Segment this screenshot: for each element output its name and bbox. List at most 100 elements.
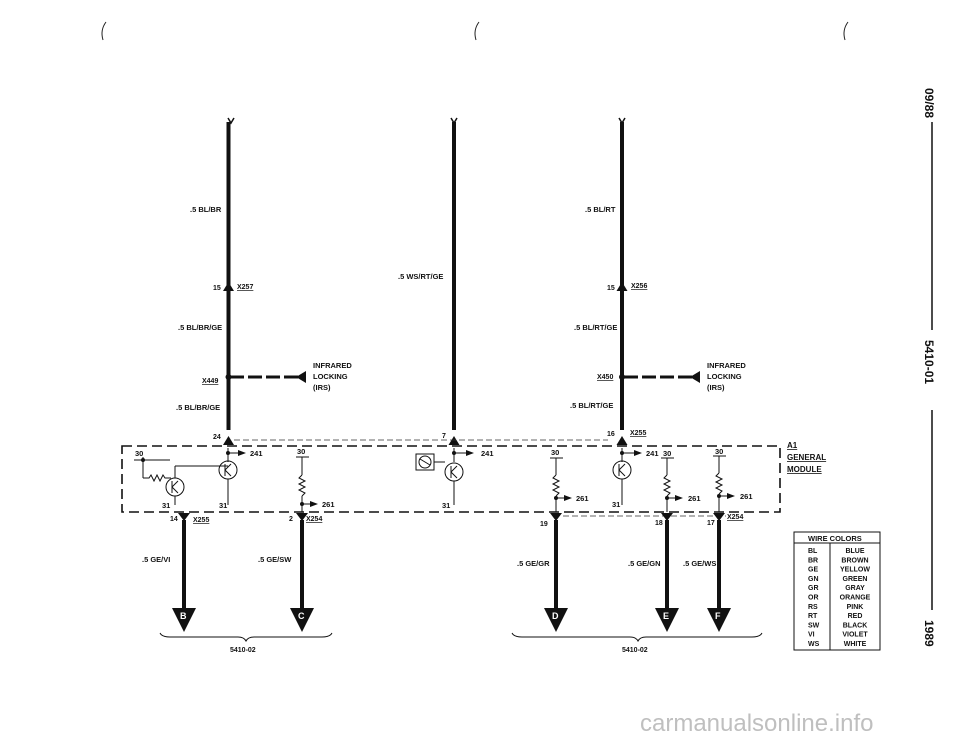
arrow-261-d	[727, 493, 735, 499]
wire-label-left-mid: .5 BL/BR/GE	[178, 323, 222, 332]
pin-18: 18	[655, 520, 663, 527]
pin-2: 2	[289, 516, 293, 523]
pin-19: 19	[540, 521, 548, 528]
binding-marks	[101, 21, 849, 41]
pin-17-arrow	[713, 513, 725, 521]
side-info: 09/88 5410-01 1989	[922, 88, 936, 647]
arrow-261-b	[564, 495, 572, 501]
arrow-261-a	[310, 501, 318, 507]
wire-color-code: BL	[808, 548, 818, 555]
wire-color-name: WHITE	[844, 641, 867, 648]
pin-15-right: 15	[607, 285, 615, 292]
pin-14-arrow	[178, 513, 190, 521]
pin-19-arrow	[550, 513, 562, 521]
module-circuit-sixth	[661, 457, 677, 512]
output-wire-d	[554, 520, 558, 608]
terminal-31-a: 31	[162, 501, 170, 510]
wire-color-code: GE	[808, 567, 818, 574]
irs-arrow-right	[690, 371, 700, 383]
wire-label-left-low: .5 BL/BR/GE	[176, 403, 220, 412]
arrow-241-left	[238, 450, 246, 456]
connector-x449: X449	[202, 378, 218, 385]
wire-color-code: RS	[808, 604, 818, 611]
dest-label-b: B	[180, 611, 187, 621]
ref-right: 5410-02	[622, 647, 648, 654]
module-label-general: GENERAL	[787, 453, 826, 462]
dest-label-e: E	[663, 611, 669, 621]
connector-x450: X450	[597, 374, 613, 381]
wire-color-code: OR	[808, 595, 819, 602]
pin-24-arrow	[223, 436, 234, 445]
terminal-30-c: 30	[551, 448, 559, 457]
wire-color-name: GREEN	[843, 576, 868, 583]
dest-arrow-f	[707, 608, 731, 632]
output-wire-e	[665, 520, 669, 608]
terminal-261-a: 261	[322, 500, 335, 509]
wire-color-name: RED	[848, 613, 863, 620]
irs-right-line1: INFRARED	[707, 361, 746, 370]
dest-arrow-e	[655, 608, 679, 632]
pin-24: 24	[213, 434, 221, 441]
dest-label-f: F	[715, 611, 721, 621]
connector-x255-bottom: X255	[193, 517, 209, 524]
pin-2-arrow	[296, 513, 308, 521]
irs-right-line2: LOCKING	[707, 372, 742, 381]
left-feed-wire	[223, 117, 235, 430]
terminal-261-b: 261	[576, 494, 589, 503]
dest-label-d: D	[552, 611, 559, 621]
irs-left-line2: LOCKING	[313, 372, 348, 381]
module-label-module: MODULE	[787, 465, 822, 474]
splice-dot-right	[619, 374, 625, 380]
pin-7: 7	[442, 433, 446, 440]
output-wire-f	[717, 520, 721, 608]
wire-colors-table: WIRE COLORS	[793, 531, 881, 651]
watermark: carmanualsonline.info	[640, 704, 960, 744]
module-circuit-center	[415, 448, 468, 505]
module-circuit-fourth	[550, 457, 566, 512]
node-241-left	[226, 451, 230, 455]
connector-x254-c: X254	[306, 516, 322, 523]
pin-15-left: 15	[213, 285, 221, 292]
node-261-a	[300, 502, 304, 506]
wire-label-out-e: .5 GE/GN	[628, 559, 661, 568]
pin-14: 14	[170, 516, 178, 523]
wire-color-name: BLUE	[845, 548, 864, 555]
module-circuit-left	[134, 448, 240, 505]
wire-color-name: GRAY	[845, 585, 865, 592]
side-page-number: 5410-01	[922, 340, 936, 384]
wire-color-code: SW	[808, 622, 820, 629]
wire-color-code: VI	[808, 632, 815, 639]
wire-color-code: RT	[808, 613, 818, 620]
wire-label-out-b: .5 GE/VI	[142, 555, 170, 564]
connector-x256: X256	[631, 283, 647, 290]
wire-color-name: BLACK	[843, 622, 868, 629]
arrow-241-center	[466, 450, 474, 456]
node-30-left	[141, 458, 145, 462]
brace-left	[159, 632, 333, 643]
wire-color-code: GR	[808, 585, 819, 592]
module-circuit-seventh	[713, 455, 729, 512]
connector-x257: X257	[237, 284, 253, 291]
side-year: 1989	[922, 620, 936, 647]
wire-label-right-mid: .5 BL/RT/GE	[574, 323, 617, 332]
wire-color-code: WS	[808, 641, 820, 648]
wire-colors-title: WIRE COLORS	[808, 534, 862, 543]
watermark-text: carmanualsonline.info	[640, 710, 874, 737]
irs-left-line1: INFRARED	[313, 361, 352, 370]
node-241-center	[452, 451, 456, 455]
dest-arrow-c	[290, 608, 314, 632]
wire-color-code: BR	[808, 557, 818, 564]
ref-left: 5410-02	[230, 647, 256, 654]
irs-arrow-left	[296, 371, 306, 383]
wire-label-out-d: .5 GE/GR	[517, 559, 550, 568]
arrow-261-c	[675, 495, 683, 501]
irs-left-line3: (IRS)	[313, 383, 331, 392]
terminal-241-a: 241	[250, 449, 263, 458]
pin-18-arrow	[661, 513, 673, 521]
dest-arrow-d	[544, 608, 568, 632]
pin-16: 16	[607, 431, 615, 438]
node-261-b	[554, 496, 558, 500]
